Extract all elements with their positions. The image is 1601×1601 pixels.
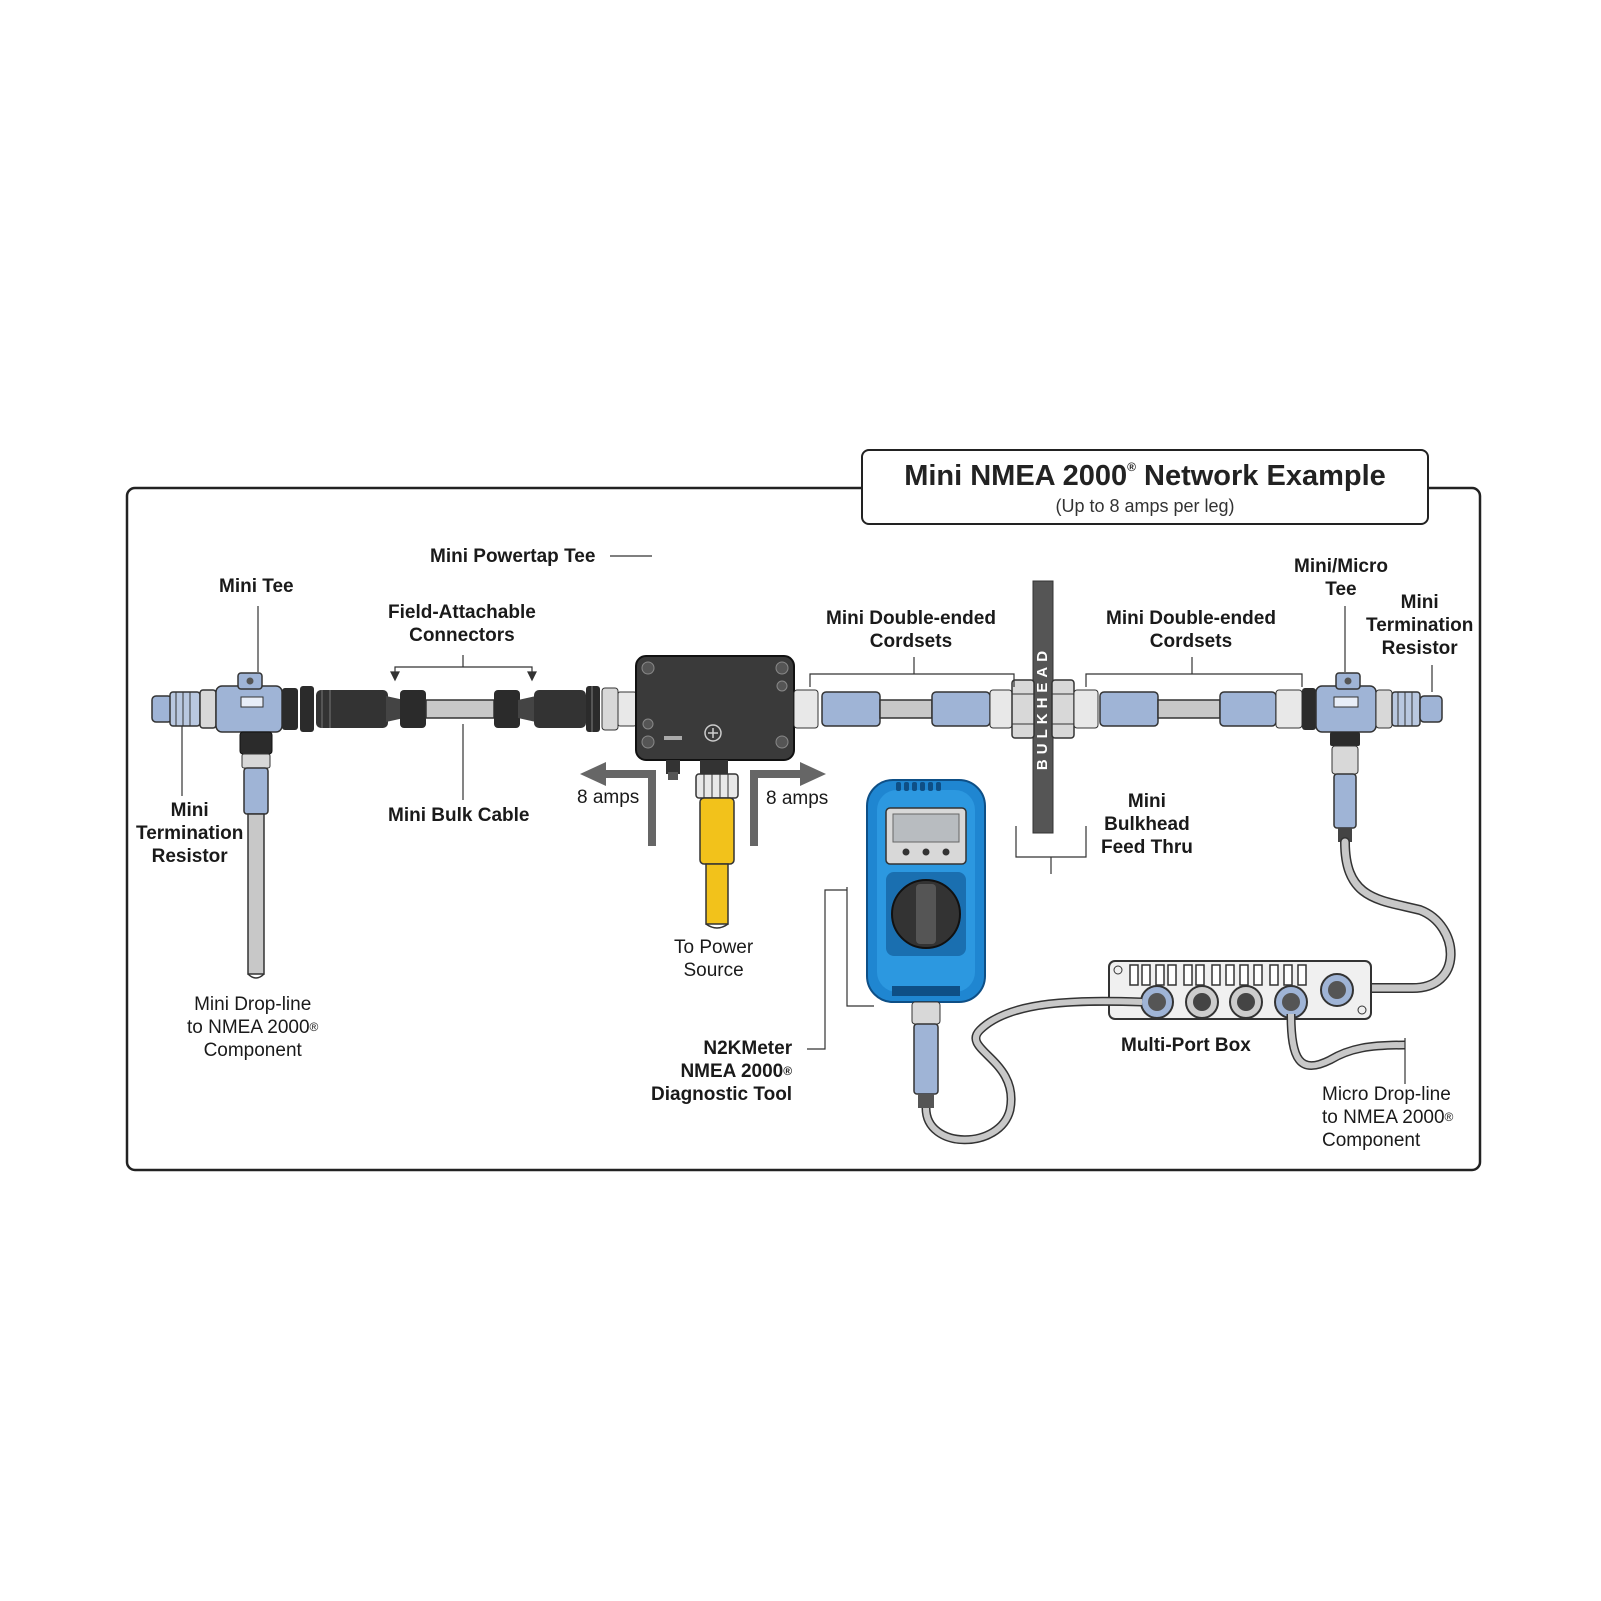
label-8-amps-right: 8 amps — [766, 788, 829, 809]
bulkhead-text: BULKHEAD — [1034, 646, 1051, 770]
double-ended-cordset-right — [1073, 688, 1316, 730]
right-termination-resistor — [1375, 689, 1443, 729]
label-mini-drop-line-registered-mark: ® — [309, 1020, 319, 1034]
right-black-connectors — [494, 686, 637, 732]
power-source-cable — [695, 773, 739, 929]
meter-cable — [921, 996, 1143, 1145]
label-mini-micro-tee: Mini/Micro Tee — [1294, 556, 1388, 600]
mini-bulk-cable — [425, 699, 495, 719]
label-mini-powertap-tee: Mini Powertap Tee — [430, 546, 596, 567]
label-n2kmeter-registered-mark: ® — [783, 1064, 793, 1078]
left-black-connectors — [282, 686, 426, 732]
left-mini-tee — [215, 672, 283, 979]
left-termination-resistor — [151, 689, 217, 729]
label-micro-drop-line-registered-mark: ® — [1444, 1110, 1454, 1124]
n2kmeter-device — [866, 779, 986, 1108]
amps-arrow-right-head — [800, 762, 826, 786]
double-ended-cordset-left — [793, 689, 1013, 729]
diagram-frame — [125, 486, 1482, 1172]
diagram-title: Mini NMEA 2000® Network Example — [904, 460, 1386, 492]
amps-arrow-right — [750, 770, 802, 846]
bulkhead: BULKHEAD — [1011, 580, 1075, 834]
label-mini-double-ended-cordsets-left: Mini Double-ended Cordsets — [826, 608, 996, 652]
label-field-attachable-connectors: Field-Attachable Connectors — [388, 602, 536, 646]
label-micro-drop-line: Micro Drop-line to NMEA 2000®Component — [1322, 1084, 1454, 1151]
label-mini-termination-resistor-right: Mini Termination Resistor — [1366, 592, 1474, 659]
label-mini-drop-line: Mini Drop-line to NMEA 2000®Component — [187, 994, 319, 1061]
label-mini-bulkhead-feed-thru: Mini Bulkhead Feed Thru — [1101, 791, 1193, 858]
label-mini-bulk-cable: Mini Bulk Cable — [388, 805, 530, 826]
micro-drop-line-cable — [1286, 1013, 1406, 1070]
mini-micro-tee — [1315, 672, 1377, 842]
label-mini-termination-resistor-left: Mini Termination Resistor — [136, 800, 244, 867]
diagram-subtitle: (Up to 8 amps per leg) — [1055, 496, 1235, 516]
label-multi-port-box: Multi-Port Box — [1121, 1035, 1251, 1056]
title-registered-mark: ® — [1127, 460, 1136, 474]
amps-arrow-left-head — [580, 762, 606, 786]
leader-lines — [181, 555, 1433, 1084]
label-8-amps-left: 8 amps — [577, 787, 640, 808]
label-mini-tee: Mini Tee — [219, 576, 294, 597]
powertap-tee — [635, 655, 795, 780]
label-mini-double-ended-cordsets-right: Mini Double-ended Cordsets — [1106, 608, 1276, 652]
label-to-power-source: To Power Source — [674, 937, 754, 981]
title-box: Mini NMEA 2000® Network Example (Up to 8… — [861, 449, 1429, 525]
amps-arrow-left — [604, 770, 656, 846]
multi-port-box — [1108, 960, 1372, 1020]
